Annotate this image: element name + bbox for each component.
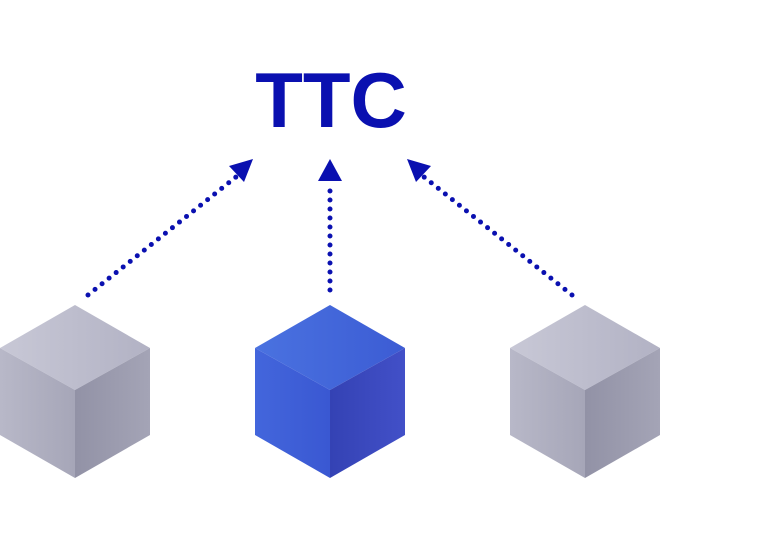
cube-left [0, 305, 150, 478]
ttc-title: TTC [255, 56, 407, 144]
cube-right [510, 305, 660, 478]
cube-center-active [255, 305, 405, 478]
arrow-head-right [407, 159, 431, 182]
arrow-head-center [318, 159, 342, 181]
arrow-line-left [85, 174, 239, 298]
arrow-line-right [421, 174, 575, 298]
arrow-head-left [229, 159, 253, 182]
